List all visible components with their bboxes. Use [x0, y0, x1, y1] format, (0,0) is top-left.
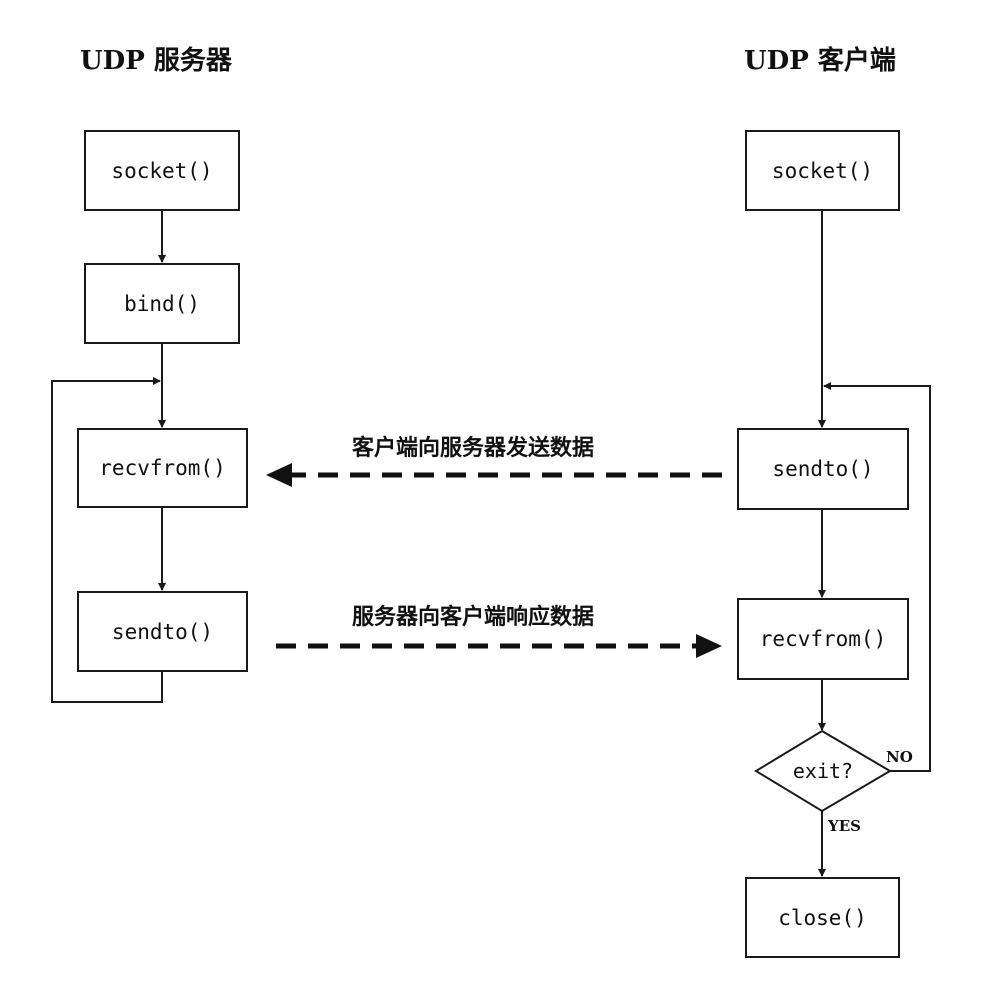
- branch-yes-label: YES: [828, 817, 861, 835]
- client-title: UDP 客户端: [744, 46, 896, 76]
- server-loop-line: [51, 377, 163, 703]
- arrowhead-client-to-server: [266, 463, 292, 487]
- server-to-client-label: 服务器向客户端响应数据: [352, 605, 595, 630]
- client-loop-line: [823, 382, 931, 772]
- server-sendto-box: sendto(): [77, 591, 248, 672]
- server-bind-box: bind(): [84, 263, 240, 344]
- server-socket-box: socket(): [84, 130, 240, 211]
- server-title: UDP 服务器: [80, 46, 232, 76]
- decision-diamond: [754, 729, 892, 813]
- client-close-box: close(): [745, 877, 900, 958]
- client-recvfrom-box: recvfrom(): [737, 598, 909, 680]
- branch-no-label: NO: [886, 748, 913, 766]
- client-sendto-box: sendto(): [737, 428, 909, 510]
- server-recvfrom-box: recvfrom(): [77, 428, 248, 508]
- decision-label: exit?: [792, 759, 854, 783]
- arrowhead-server-to-client: [696, 634, 722, 658]
- client-to-server-label: 客户端向服务器发送数据: [352, 436, 595, 461]
- client-socket-box: socket(): [745, 130, 900, 211]
